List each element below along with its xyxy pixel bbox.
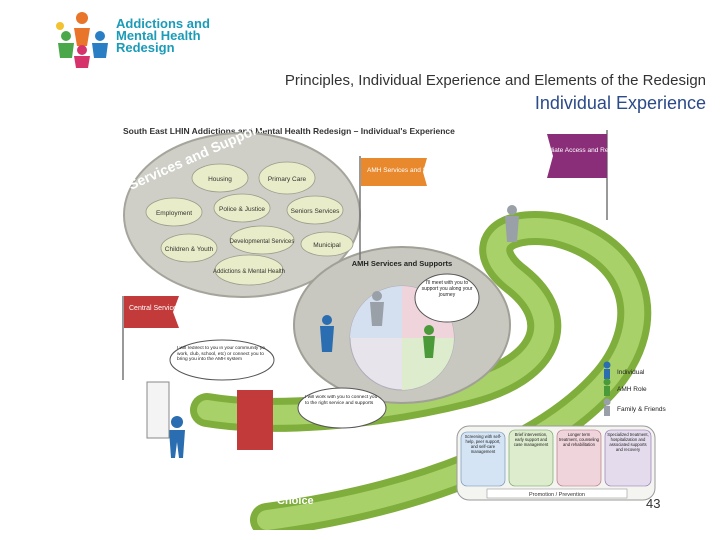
slide-subtitle: Individual Experience [535,93,706,114]
logo-wordmark: Addictions and Mental Health Redesign [116,30,210,54]
central-flag-text: Central Service Access [129,305,201,312]
service-municipal: Municipal [313,242,341,249]
service-amh: Addictions & Mental Health [213,269,285,275]
page-number: 43 [646,496,660,511]
legend-family-friends: Family & Friends [617,406,667,413]
immediate-flag-text: Immediate Access and Re-entry [533,147,626,154]
logo-line-3: Redesign [116,42,210,54]
bubble-left-2-text: I will work with you to connect you to t… [305,395,381,406]
slide-title: Principles, Individual Experience and El… [285,72,706,89]
service-children-youth: Children & Youth [165,246,214,253]
bubble-center-text: I'll meet with you to support you along … [419,280,475,298]
service-primary-care: Primary Care [268,176,307,183]
continuum-box-3: Longer term treatment, counseling and re… [558,432,600,447]
service-developmental: Developmental Services [230,239,295,245]
door-icon [237,390,273,450]
legend-amh-role: AMH Role [617,386,647,393]
service-seniors: Seniors Services [291,208,341,215]
diagram-heading: South East LHIN Addictions and Mental He… [123,126,455,136]
individual-experience-diagram: South East LHIN Addictions and Mental He… [117,120,667,530]
promotion-bar-text: Promotion / Prevention [529,492,585,498]
logo-figures-icon [52,8,122,70]
legend-individual: Individual [617,369,645,376]
path-label-choice-bottom: Choice [277,495,314,507]
bubble-left-1-text: I will redirect to you in your community… [177,346,267,363]
left-door-icon [147,382,169,438]
service-housing: Housing [208,176,232,183]
service-police-justice: Police & Justice [219,206,265,213]
continuum-box-2: Brief intervention, early support and ca… [510,432,552,447]
continuum-box-1: Screening with self-help, peer support, … [462,434,504,454]
amh-flag-text: AMH Services and Support [367,167,446,174]
amh-center-label: AMH Services and Supports [352,259,452,268]
service-employment: Employment [156,210,192,217]
continuum-box-4: Specialized treatment, hospitalization a… [606,432,650,452]
